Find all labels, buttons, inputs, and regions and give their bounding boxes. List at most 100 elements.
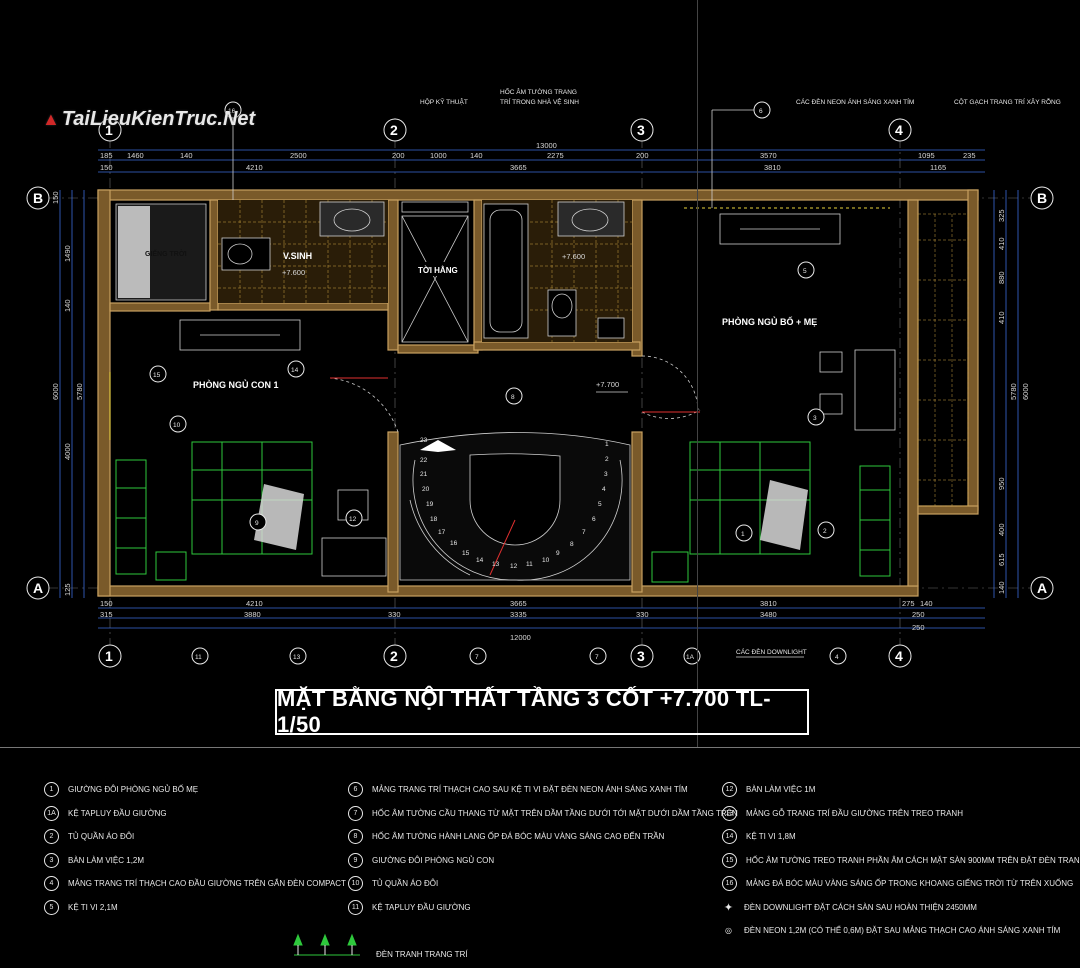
logo-icon: ▲ (42, 109, 60, 129)
legend-num: 2 (44, 829, 59, 845)
dim-bot-r2-0: 315 (100, 610, 113, 619)
legend-num: 3 (44, 852, 59, 868)
legend-num: 9 (348, 852, 363, 868)
legend-column-2: 6 MẢNG TRANG TRÍ THẠCH CAO SAU KỆ TI VI Đ… (293, 778, 738, 959)
wc1: V.SINH +7.600 (218, 200, 388, 303)
dimension-text-left: 150 1490 140 5780 6000 4000 125 (51, 191, 84, 596)
axis-label-a-left: A (33, 580, 43, 596)
legend-text: KỆ TI VI 2,1M (68, 902, 118, 912)
callout-10: 10 (173, 422, 181, 429)
dim-right-7: 400 (997, 523, 1006, 536)
axis-label-1: 1 (105, 122, 113, 138)
legend-text: MẢNG TRANG TRÍ THẠCH CAO SAU KỆ TI VI ĐẶ… (372, 785, 688, 795)
dim-bot-r2-5: 3480 (760, 610, 777, 619)
legend-text: HỐC ÂM TƯỜNG CẦU THANG TỪ MẶT TRÊN DẦM T… (372, 808, 738, 818)
axis-bubbles: 1 2 3 4 1 2 3 4 B B A A (26, 118, 1054, 668)
stair-numbers: 23 22 21 20 19 18 17 16 15 14 13 12 11 1… (420, 437, 609, 570)
dim-top-r1-3: 2500 (290, 151, 307, 160)
brick-column (917, 213, 969, 507)
staircase: 23 22 21 20 19 18 17 16 15 14 13 12 11 1… (399, 432, 631, 581)
child-bedroom: PHÒNG NGỦ CON 1 (109, 319, 387, 581)
legend-text: ĐÈN DOWNLIGHT ĐẶT CÁCH SÀN SAU HOÀN THIỆ… (744, 902, 977, 912)
callout-5: 5 (803, 268, 807, 275)
axis-label-4: 4 (895, 122, 903, 138)
stair-23: 23 (420, 437, 428, 444)
legend-text: KỆ TI VI 1,8M (746, 832, 796, 842)
dimension-text-right: 325 410 880 410 5780 6000 950 400 615 14… (997, 209, 1030, 594)
downlight-icon: ✦ (723, 901, 734, 914)
dim-top-r1-9: 3570 (760, 151, 777, 160)
vertical-separator (697, 0, 698, 748)
legend-text: MẢNG ĐÁ BÓC MÀU VÀNG SÁNG ỐP TRONG KHOAN… (746, 879, 1074, 889)
axis-label-2-bottom: 2 (390, 648, 398, 664)
legend-text: HỐC ÂM TƯỜNG HÀNH LANG ỐP ĐÁ BÓC MÀU VÀN… (372, 832, 665, 842)
legend-item: 5 KỆ TI VI 2,1M (44, 896, 346, 920)
dim-top-r1-11: 235 (963, 151, 976, 160)
legend-num: 5 (44, 899, 59, 915)
dim-bot-r2-1: 3880 (244, 610, 261, 619)
room-toi-hang: TỜI HẰNG (418, 266, 458, 275)
legend-text: TỦ QUẦN ÁO ĐÔI (372, 879, 439, 889)
legend-num: 8 (348, 829, 363, 845)
dim-right-9: 140 (997, 581, 1006, 594)
picture-lamp-icon (292, 931, 362, 959)
stair-2: 2 (605, 456, 609, 463)
axis-label-3: 3 (637, 122, 645, 138)
room-pn-bo-me: PHÒNG NGỦ BỐ + MẸ (722, 316, 817, 327)
legend-item: ✦ ĐÈN DOWNLIGHT ĐẶT CÁCH SÀN SAU HOÀN THI… (722, 896, 1080, 920)
stair-22: 22 (420, 457, 428, 464)
note-hoc-am-1: HỐC ÂM TƯỜNG TRANG (500, 86, 577, 96)
stair-10: 10 (542, 557, 550, 564)
watermark: ▲TaiLieuKienTruc.Net (42, 108, 255, 131)
stair-6: 6 (592, 516, 596, 523)
axis-label-b-left: B (33, 190, 43, 206)
callout-1a: 1A (686, 654, 695, 661)
dim-bot-r1-0: 150 (100, 599, 113, 608)
notes: HỘP KỸ THUẬT HỐC ÂM TƯỜNG TRANG TRÍ TRON… (420, 86, 1061, 658)
stair-16: 16 (450, 540, 458, 547)
legend-text: BÀN LÀM VIỆC 1M (746, 785, 816, 795)
stair-18: 18 (430, 516, 438, 523)
stair-8: 8 (570, 541, 574, 548)
hall-doors: +7.700 (329, 355, 701, 433)
dim-left-2: 140 (63, 299, 72, 312)
dim-top-r1-1: 1460 (127, 151, 144, 160)
drawing-title-text: MẶT BẰNG NỘI THẤT TẦNG 3 CỐT +7.700 TL-1… (277, 686, 771, 737)
callout-16: 16 (228, 108, 236, 115)
legend-num: 11 (348, 899, 363, 915)
dim-top-r2-0: 150 (100, 163, 113, 172)
dimension-lines (59, 149, 1019, 629)
callout-13: 13 (293, 654, 301, 661)
legend-num: 12 (722, 782, 737, 798)
legend-num: 15 (722, 852, 737, 868)
stair-5: 5 (598, 501, 602, 508)
dim-right-5: 6000 (1021, 383, 1030, 400)
dim-bot-r2-4: 330 (636, 610, 649, 619)
legend-num: 6 (348, 782, 363, 798)
dim-bot-r1-2: 3665 (510, 599, 527, 608)
axis-label-b-right: B (1037, 190, 1047, 206)
callout-9: 9 (255, 520, 259, 527)
legend-num: 1A (44, 805, 59, 821)
callout-1: 1 (741, 531, 745, 538)
stair-13: 13 (492, 561, 500, 568)
axis-label-1-bottom: 1 (105, 648, 113, 664)
callout-6: 6 (759, 108, 763, 115)
callout-7b: 7 (595, 654, 599, 661)
dim-bot-r1-5: 140 (920, 599, 933, 608)
axis-label-a-right: A (1037, 580, 1047, 596)
callout-2: 2 (823, 528, 827, 535)
stair-11: 11 (526, 561, 533, 568)
callout-12: 12 (349, 516, 357, 523)
dim-right-1: 410 (997, 237, 1006, 250)
legend-item-lamp: ĐÈN TRANH TRANG TRÍ (293, 919, 738, 959)
note-cot-gach: CỘT GẠCH TRANG TRÍ XÂY RỖNG (954, 97, 1061, 106)
legend-separator (0, 747, 1080, 748)
